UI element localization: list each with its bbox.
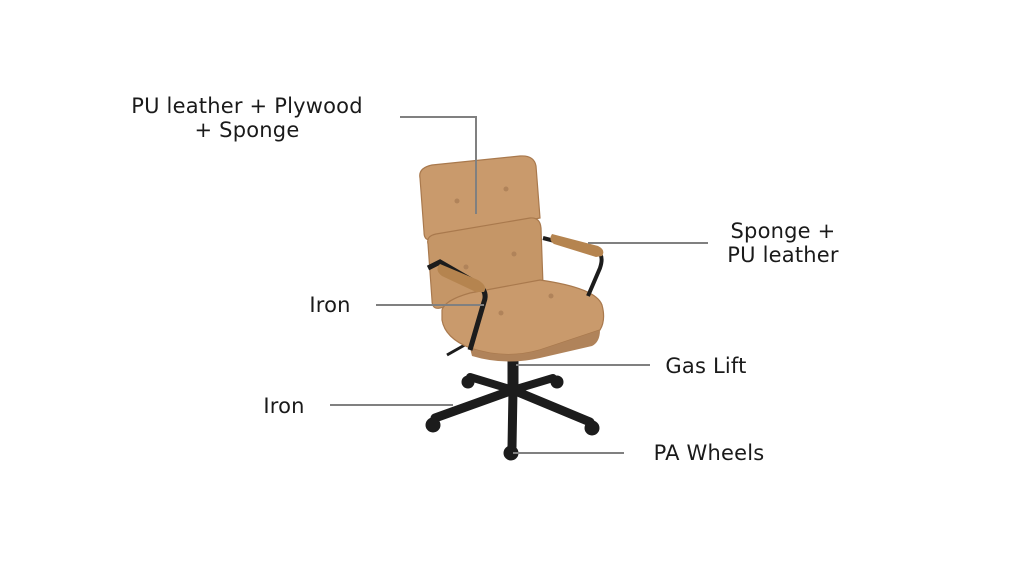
chair-illustration: [419, 155, 605, 461]
callout-backrest-line1: PU leather + Plywood: [131, 94, 363, 118]
callout-armrest-pad: Sponge + PU leather: [712, 219, 854, 267]
callout-backrest: PU leather + Plywood + Sponge: [112, 94, 382, 142]
right-armrest-pad: [550, 234, 604, 257]
seat-cushion: [441, 279, 605, 356]
backrest-upper: [419, 155, 541, 241]
callout-gas-lift: Gas Lift: [665, 354, 747, 378]
left-armrest-pad: [437, 264, 486, 292]
tufting-buttons: [454, 186, 554, 316]
callout-base: Iron: [263, 394, 305, 418]
seat-edge: [470, 330, 600, 362]
callout-armrest-frame: Iron: [309, 293, 351, 317]
callout-armrest-pad-line2: PU leather: [727, 243, 839, 267]
leader-backrest: [400, 116, 477, 214]
leader-lines: [330, 116, 708, 454]
callout-backrest-line2: + Sponge: [194, 118, 300, 142]
callout-wheels: PA Wheels: [653, 441, 765, 465]
callout-armrest-pad-line1: Sponge +: [730, 219, 836, 243]
chair-base: [425, 355, 600, 461]
